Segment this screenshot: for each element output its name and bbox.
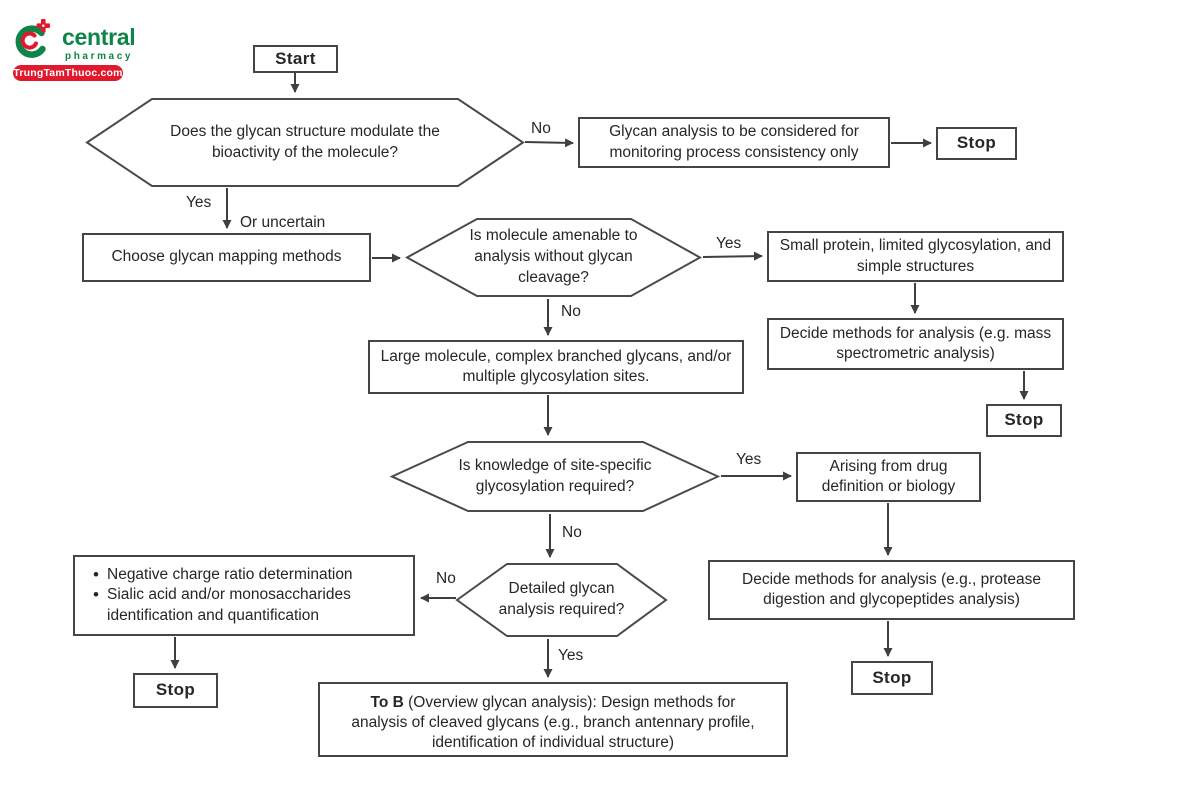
edge-label-no-4: No (436, 570, 456, 587)
bullet-item: Negative charge ratio determination (89, 564, 353, 586)
small-protein-node: Small protein, limited glycosylation, an… (767, 231, 1064, 282)
stop-node-4: Stop (133, 673, 218, 708)
logo-sub-text: pharmacy (65, 51, 134, 62)
negative-charge-node: Negative charge ratio determination Sial… (73, 555, 415, 636)
edge-label-no-3: No (562, 524, 582, 541)
edge-label-yes-2: Yes (716, 235, 742, 252)
start-node: Start (253, 45, 338, 73)
stop-node-1: Stop (936, 127, 1017, 160)
edge-label-no-1: No (531, 120, 551, 137)
edge-label-yes-3: Yes (736, 451, 762, 468)
decision-site-specific: Is knowledge of site-specific glycosylat… (390, 440, 720, 513)
decision-bioactivity-label: Does the glycan structure modulate the b… (170, 122, 440, 161)
decision-amenable-label: Is molecule amenable to analysis without… (469, 227, 638, 286)
logo-brand-text: central (62, 24, 136, 50)
edge-label-yes-1: Yes (186, 194, 212, 211)
to-b-node: To B (Overview glycan analysis): Design … (318, 682, 788, 757)
edge-label-no-2: No (561, 303, 581, 320)
decision-amenable: Is molecule amenable to analysis without… (405, 217, 702, 298)
edge-q2-yes (702, 251, 763, 261)
decide-ms-node: Decide methods for analysis (e.g. mass s… (767, 318, 1064, 370)
stop-node-2: Stop (986, 404, 1062, 437)
edge-label-or-uncertain: Or uncertain (240, 214, 326, 231)
central-pharmacy-logo: central pharmacy TrungTamThuoc.com (12, 17, 136, 83)
to-b-bold: To B (370, 694, 404, 711)
bullet-item: Sialic acid and/or monosaccharides ident… (89, 584, 403, 625)
decision-detailed: Detailed glycan analysis required? (455, 562, 668, 638)
decision-site-specific-label: Is knowledge of site-specific glycosylat… (458, 456, 652, 495)
stop-node-3: Stop (851, 661, 933, 695)
edge-label-yes-4: Yes (558, 647, 584, 664)
monitoring-only-node: Glycan analysis to be considered for mon… (578, 117, 890, 168)
to-b-rest: (Overview glycan analysis): Design metho… (351, 694, 755, 752)
edge-q1-no (524, 138, 574, 148)
choose-mapping-node: Choose glycan mapping methods (82, 233, 371, 282)
decide-protease-node: Decide methods for analysis (e.g., prote… (708, 560, 1075, 620)
arising-node: Arising from drug definition or biology (796, 452, 981, 502)
pharmacy-c-icon (15, 19, 50, 58)
large-molecule-node: Large molecule, complex branched glycans… (368, 340, 744, 394)
logo-badge: TrungTamThuoc.com (13, 65, 123, 81)
decision-bioactivity: Does the glycan structure modulate the b… (85, 97, 525, 188)
decision-detailed-label: Detailed glycan analysis required? (498, 580, 625, 618)
